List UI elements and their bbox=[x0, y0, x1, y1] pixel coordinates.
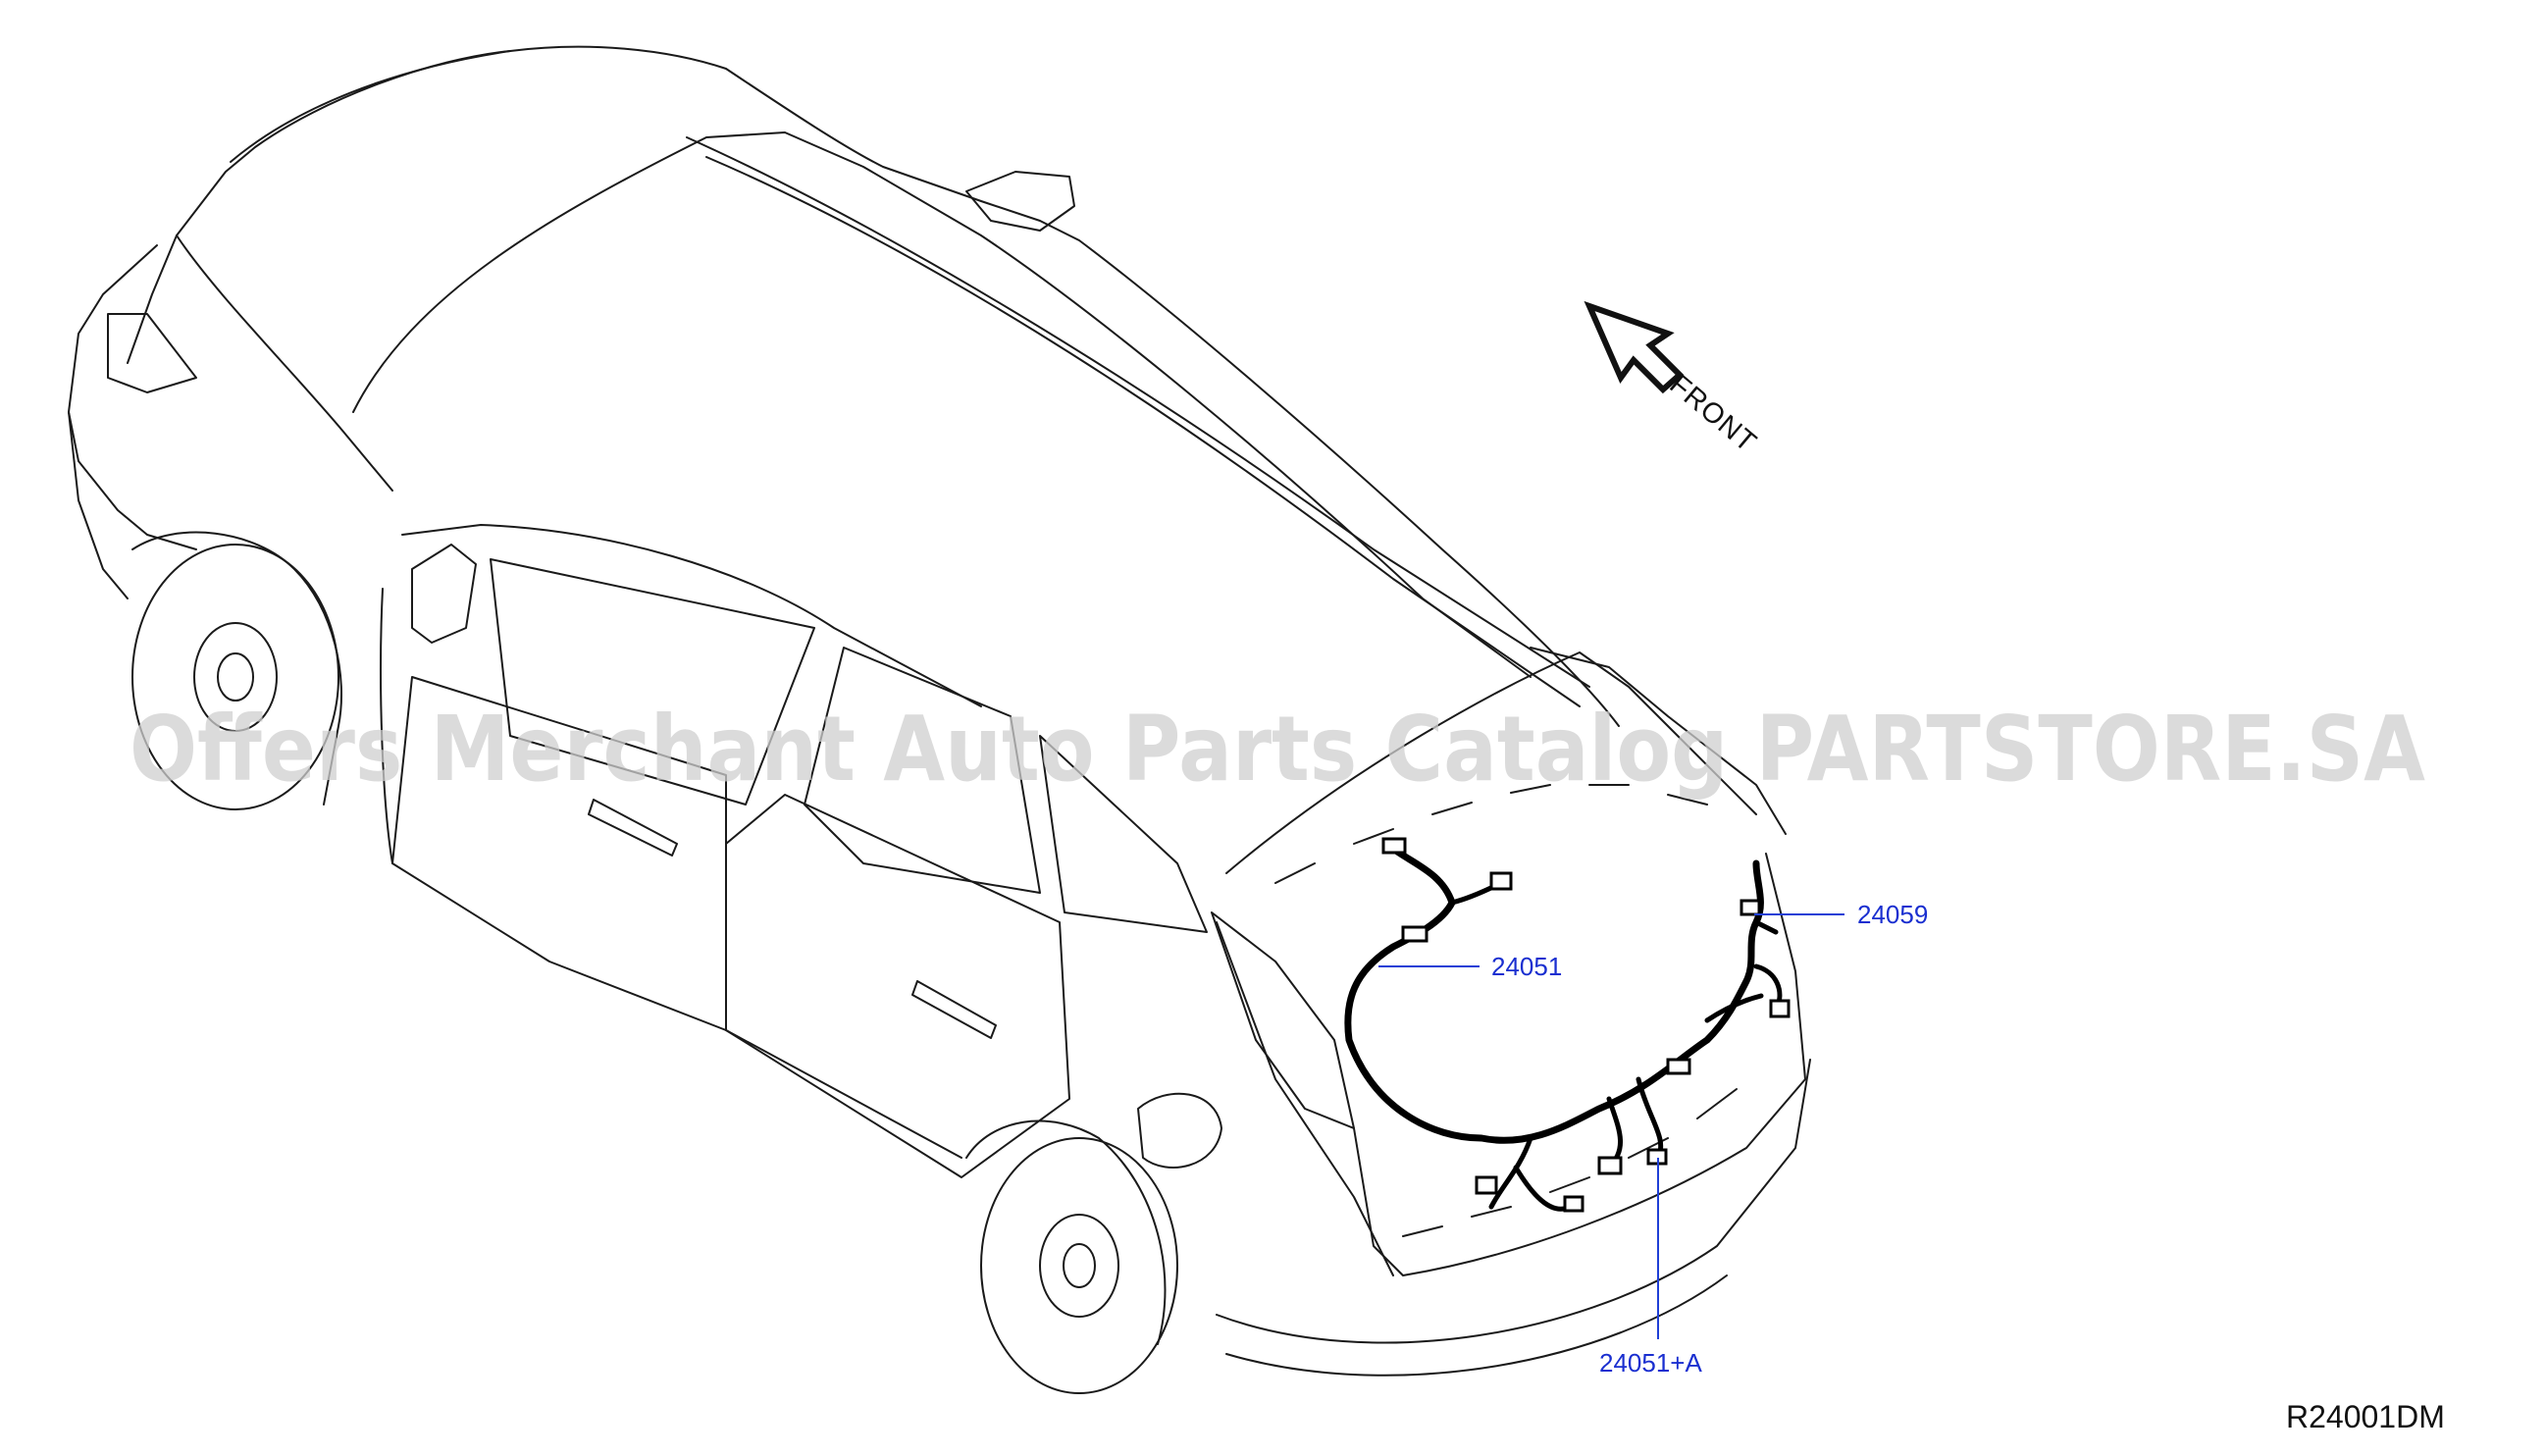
front-rim bbox=[193, 622, 278, 732]
connector-8 bbox=[1666, 1058, 1691, 1075]
connector-1 bbox=[1381, 837, 1407, 855]
wiring-harness bbox=[1344, 837, 1791, 1213]
vehicle-outline bbox=[68, 45, 1811, 1394]
rear-fender bbox=[965, 1119, 1167, 1345]
rear-bumper bbox=[1216, 1059, 1811, 1344]
part-number-label[interactable]: 24051+A bbox=[1599, 1348, 1702, 1378]
rear-glass-top bbox=[1225, 651, 1757, 874]
rear-glass-dashes bbox=[1274, 784, 1708, 884]
quarter-window bbox=[1039, 735, 1208, 933]
door-window-front bbox=[490, 558, 815, 806]
front-tire bbox=[131, 544, 339, 810]
connector-9 bbox=[1740, 899, 1761, 916]
a-pillar bbox=[401, 524, 982, 707]
rear-bumper-lower bbox=[1225, 1274, 1728, 1377]
hatch-side bbox=[1216, 921, 1394, 1276]
roof-rail-2 bbox=[705, 156, 1581, 707]
rear-spoiler bbox=[1530, 647, 1787, 835]
roof-inner-panel bbox=[352, 131, 1532, 678]
harness-branch-right bbox=[1704, 919, 1783, 1023]
rear-rim bbox=[1039, 1214, 1119, 1318]
figure-code: R24001DM bbox=[2286, 1399, 2445, 1434]
watermark-text: Offers Merchant Auto Parts Catalog PARTS… bbox=[130, 697, 2425, 802]
connector-5 bbox=[1563, 1195, 1584, 1213]
hood-line bbox=[176, 234, 393, 492]
windshield bbox=[127, 50, 511, 364]
front-label: FRONT bbox=[1664, 369, 1763, 459]
callout-24051-a[interactable]: 24051+A bbox=[1599, 1158, 1702, 1378]
taillight-left bbox=[1211, 911, 1355, 1129]
front-nose bbox=[68, 244, 158, 599]
connector-4 bbox=[1475, 1175, 1498, 1195]
front-hub bbox=[217, 652, 254, 702]
door-handle-rear bbox=[911, 980, 997, 1039]
door-window-rear bbox=[804, 647, 1041, 894]
mirror-right bbox=[965, 171, 1075, 232]
callout-24051[interactable]: 24051 bbox=[1378, 952, 1562, 981]
door-handle-front bbox=[588, 799, 678, 857]
front-arrow-icon bbox=[1584, 300, 1685, 394]
front-direction-indicator: FRONT bbox=[1584, 300, 1763, 459]
body-side bbox=[380, 588, 962, 1159]
connector-3 bbox=[1401, 925, 1428, 943]
part-number-label[interactable]: 24051 bbox=[1491, 952, 1562, 981]
rear-tire bbox=[980, 1137, 1178, 1394]
connector-6 bbox=[1597, 1156, 1623, 1175]
connector-10 bbox=[1769, 999, 1791, 1018]
door-front bbox=[391, 676, 727, 1031]
callout-24059[interactable]: 24059 bbox=[1754, 900, 1928, 929]
connector-2 bbox=[1489, 871, 1513, 891]
rear-hub bbox=[1063, 1243, 1096, 1288]
harness-branch-left-down bbox=[1488, 1135, 1573, 1212]
headlight bbox=[107, 313, 197, 393]
tailgate-dashes bbox=[1402, 1088, 1738, 1237]
roof-outline bbox=[230, 45, 1620, 727]
roof-rail bbox=[686, 136, 1590, 688]
front-bumper bbox=[68, 411, 197, 550]
side-mirror bbox=[411, 544, 477, 644]
tailgate bbox=[1353, 853, 1806, 1276]
door-rear bbox=[725, 794, 1070, 1178]
harness-main-run bbox=[1344, 845, 1764, 1144]
fuel-door bbox=[1137, 1092, 1222, 1169]
part-number-label[interactable]: 24059 bbox=[1857, 900, 1928, 929]
